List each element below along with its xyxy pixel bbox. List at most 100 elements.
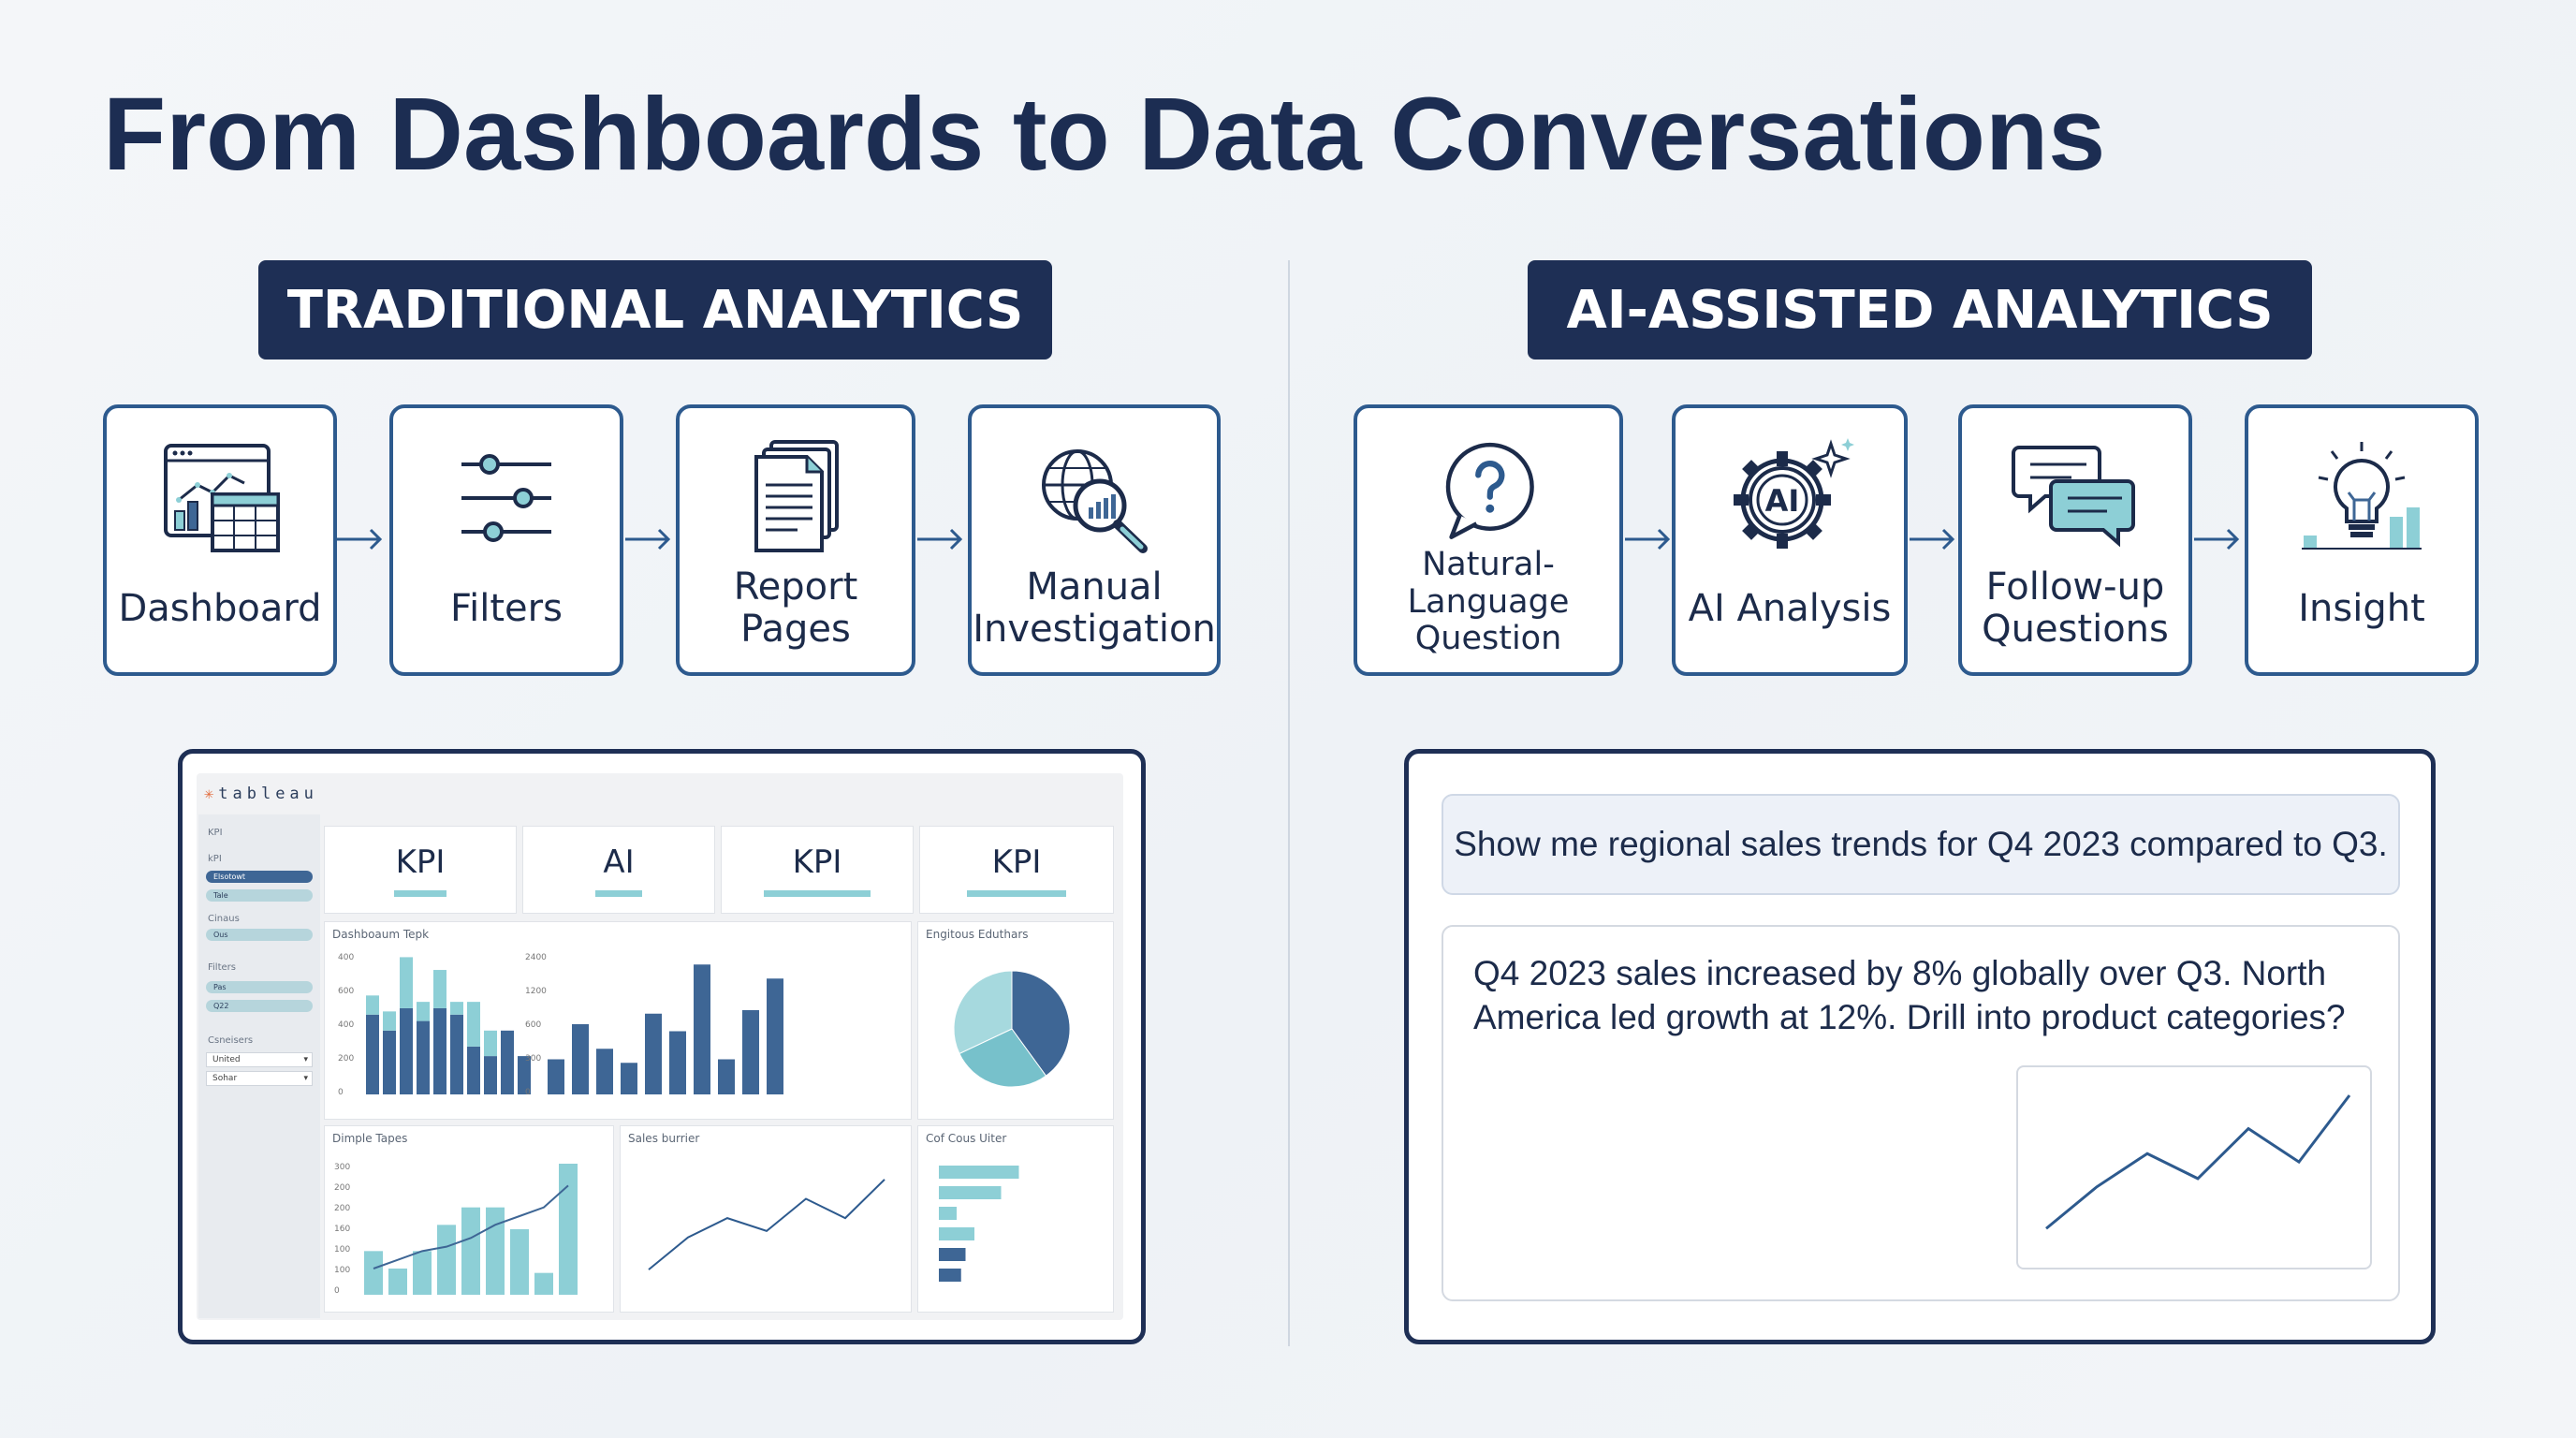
sidebar-section-filters: Filters [208, 962, 236, 973]
step-ai-analysis: AI AI Analysis [1672, 404, 1908, 676]
pie-chart [953, 970, 1071, 1088]
pie-slice [959, 1028, 1047, 1088]
step-label: AI Analysis [1688, 586, 1892, 630]
kpi-label: KPI [792, 843, 842, 881]
kpi-card: KPI [324, 826, 517, 914]
bar [437, 1225, 456, 1295]
chart-title: Dashboaum Tepk [332, 928, 430, 941]
step-label: Report Pages [733, 565, 858, 651]
dropdown-value: United [212, 1055, 241, 1064]
dropdown-select[interactable]: United ▾ [206, 1052, 313, 1067]
bar [486, 1207, 505, 1295]
pie-slice [953, 970, 1013, 1055]
bar [383, 1030, 396, 1094]
step-label: Follow-up Questions [1982, 565, 2169, 651]
bar [596, 1049, 613, 1094]
dropdown-value: Sohar [212, 1074, 238, 1083]
filter-pill[interactable]: Ous [206, 929, 313, 941]
y-tick-label: 200 [334, 1204, 350, 1213]
bar [669, 1031, 686, 1094]
bar [450, 1002, 463, 1015]
chart-title: Cof Cous Uiter [926, 1132, 1007, 1145]
kpi-card: KPI [721, 826, 914, 914]
bar [767, 978, 783, 1094]
kpi-card: AI [522, 826, 715, 914]
y-tick-label: 2400 [525, 953, 547, 962]
sliders-icon [461, 454, 551, 542]
filter-pill[interactable]: Tale [206, 889, 313, 902]
ai-answer-text: Q4 2023 sales increased by 8% globally o… [1473, 951, 2372, 1040]
arrow-right-icon [1625, 528, 1671, 550]
arrow-right-icon [917, 528, 963, 550]
bar [939, 1248, 966, 1261]
lightbulb-icon [2302, 442, 2422, 550]
bar [388, 1269, 407, 1295]
line-chart [648, 1179, 886, 1270]
bar [559, 1164, 578, 1295]
traditional-analytics-banner: TRADITIONAL ANALYTICS [258, 260, 1052, 360]
y-tick-label: 600 [525, 1020, 541, 1030]
kpi-bar [967, 889, 1066, 897]
series-line [373, 1184, 569, 1269]
chevron-down-icon: ▾ [303, 1055, 308, 1064]
bar [718, 1059, 735, 1094]
arrow-right-icon [625, 528, 671, 550]
y-tick-label: 100 [334, 1266, 350, 1275]
dropdown-select[interactable]: Sohar▾ [206, 1071, 313, 1086]
arrow-right-icon [337, 528, 383, 550]
y-tick-label: 200 [334, 1183, 350, 1193]
user-question-bubble: Show me regional sales trends for Q4 202… [1442, 794, 2400, 895]
bar [939, 1207, 957, 1220]
bar [742, 1010, 759, 1094]
chart-title: Dimple Tapes [332, 1132, 408, 1145]
pie-slice [1011, 970, 1071, 1077]
tableau-logo: ✳tableau [204, 785, 318, 803]
center-divider [1288, 260, 1290, 1346]
step-manual-investigation: Manual Investigation [968, 404, 1221, 676]
series-line [2045, 1094, 2351, 1230]
answer-line: Q4 2023 sales increased by 8% globally o… [1473, 954, 2327, 992]
step-dashboard: Dashboard [103, 404, 337, 676]
hbar-chart-card: Cof Cous Uiter [917, 1125, 1114, 1313]
bar [501, 1030, 514, 1094]
y-tick-label: 0 [525, 1088, 531, 1097]
series-line [648, 1179, 886, 1270]
bar [366, 995, 379, 1015]
tableau-logo-text: tableau [218, 785, 318, 803]
kpi-bar [394, 889, 446, 897]
bar [467, 1002, 480, 1047]
y-tick-label: 0 [338, 1088, 344, 1097]
kpi-label: KPI [991, 843, 1042, 881]
kpi-bar [595, 889, 642, 897]
y-tick-label: 1200 [525, 987, 547, 996]
bar [450, 1014, 463, 1094]
report-pages-icon [754, 440, 839, 552]
filter-pill[interactable]: Pas [206, 981, 313, 993]
chat-bubbles-icon [2012, 446, 2135, 548]
bar [939, 1166, 1019, 1179]
kpi-label: KPI [395, 843, 446, 881]
filter-pill[interactable]: Q22 [206, 1000, 313, 1012]
bar [694, 964, 710, 1094]
dashboard-icon [164, 444, 280, 552]
sidebar-item-kpi[interactable]: kPI [208, 854, 222, 864]
step-follow-up-questions: Follow-up Questions [1958, 404, 2192, 676]
bar [364, 1251, 383, 1295]
kpi-label: AI [603, 843, 635, 881]
y-tick-label: 160 [334, 1225, 350, 1234]
sidebar-section-kpi: KPI [208, 828, 223, 838]
filter-pill[interactable]: Elsotowt [206, 871, 313, 883]
bar [467, 1046, 480, 1094]
page-title: From Dashboards to Data Conversations [103, 77, 2106, 192]
horizontal-bar-chart [939, 1166, 1019, 1282]
kpi-card: KPI [919, 826, 1114, 914]
bar [433, 970, 446, 1008]
bar [461, 1207, 480, 1295]
bar [939, 1269, 961, 1282]
step-label: Manual Investigation [973, 565, 1216, 651]
bar [383, 1011, 396, 1031]
chart-title: Sales burrier [628, 1132, 700, 1145]
